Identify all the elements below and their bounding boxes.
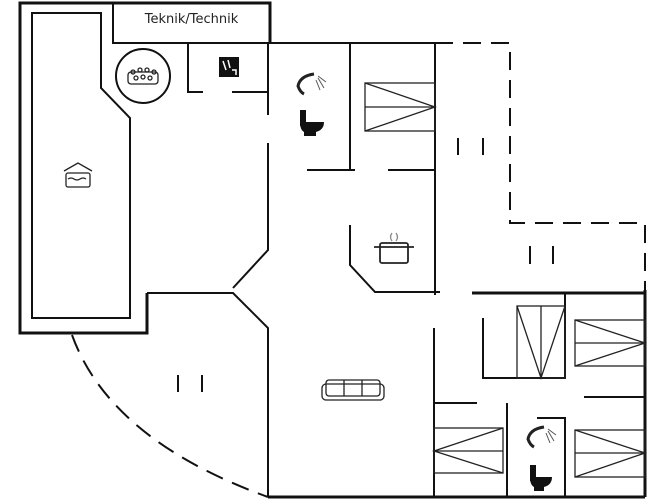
cooking-pot-icon xyxy=(374,232,414,264)
walls xyxy=(18,1,647,499)
shower-icon xyxy=(526,425,557,449)
wardrobe-icon xyxy=(516,305,566,381)
sauna-icon xyxy=(219,57,239,77)
bed-icon xyxy=(574,319,648,367)
pool-icon xyxy=(63,162,93,188)
toilet-icon xyxy=(300,110,324,136)
bed-icon xyxy=(574,429,648,478)
whirlpool-icon xyxy=(127,67,159,85)
bed-icon xyxy=(364,82,438,132)
room-label-teknik: Teknik/Technik xyxy=(144,12,239,27)
sofa-icon xyxy=(321,379,385,401)
bed-icon xyxy=(431,427,504,474)
shower-icon xyxy=(296,72,327,96)
terrace-dashed xyxy=(71,42,646,498)
whirlpool-outline xyxy=(115,48,171,104)
door-marks xyxy=(177,138,554,392)
pool-outline xyxy=(31,12,131,319)
toilet-icon xyxy=(530,465,552,491)
